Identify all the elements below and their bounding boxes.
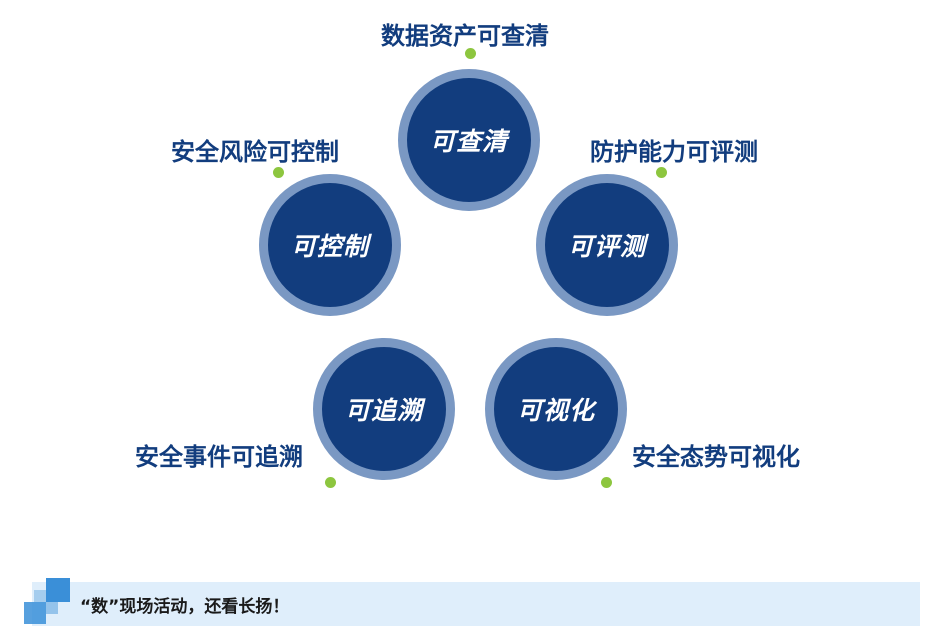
label-security-situation: 安全态势可视化: [632, 443, 800, 471]
label-data-assets: 数据资产可查清: [381, 22, 549, 50]
dot-top: [465, 48, 476, 59]
dot-right: [656, 167, 667, 178]
label-protection-capability: 防护能力可评测: [590, 138, 758, 166]
footer-slogan: “数”现场活动，还看长扬！: [80, 597, 290, 617]
circle-bottom-left: 可追溯: [313, 338, 455, 480]
pixel-squares-icon: [24, 578, 70, 624]
circle-top: 可查清: [398, 69, 540, 211]
circle-label-top: 可查清: [429, 127, 508, 156]
circle-label-bottom-right: 可视化: [516, 396, 595, 425]
dot-bottom-left: [325, 477, 336, 488]
circle-bottom-right: 可视化: [485, 338, 627, 480]
label-security-event: 安全事件可追溯: [135, 443, 303, 471]
circle-label-right: 可评测: [567, 232, 646, 261]
circle-right: 可评测: [536, 174, 678, 316]
circle-label-left: 可控制: [290, 232, 369, 261]
circle-label-bottom-left: 可追溯: [344, 396, 423, 425]
circle-left: 可控制: [259, 174, 401, 316]
dot-left: [273, 167, 284, 178]
dot-bottom-right: [601, 477, 612, 488]
footer-bar: [32, 582, 920, 626]
label-security-risk: 安全风险可控制: [171, 138, 339, 166]
